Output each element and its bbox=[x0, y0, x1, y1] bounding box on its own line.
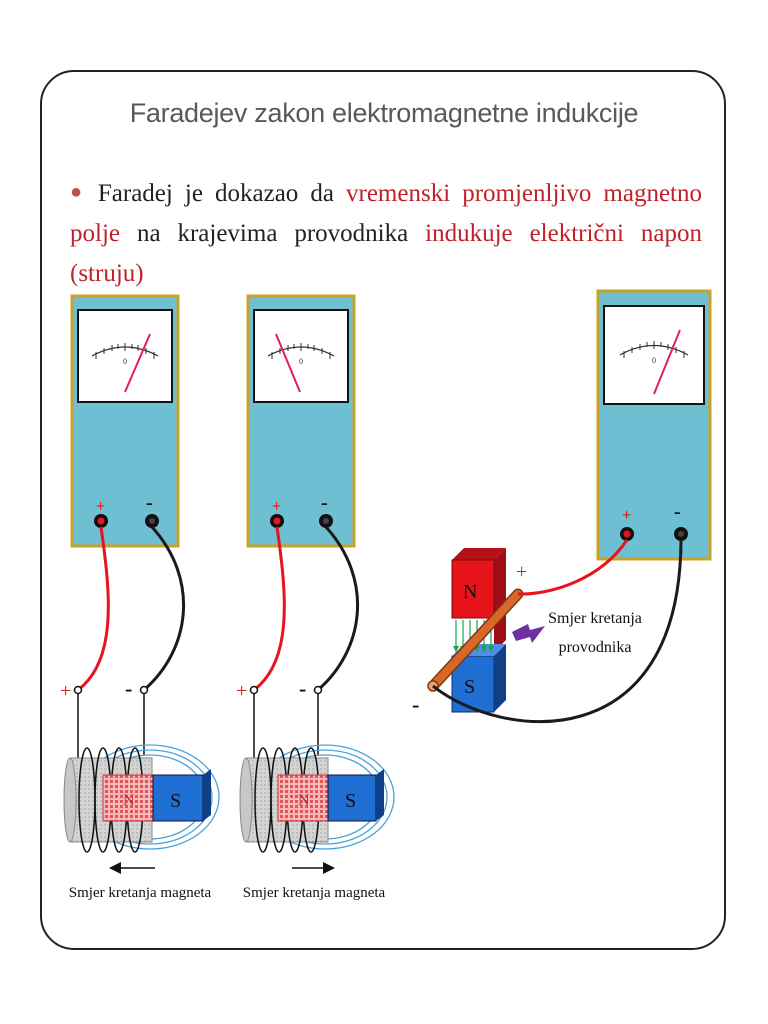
red-wire-2 bbox=[253, 526, 286, 692]
voltmeter-1: 0 + - bbox=[70, 294, 180, 548]
meter-minus-label: - bbox=[321, 492, 328, 514]
meter-minus-label: - bbox=[146, 492, 153, 514]
meter-needle bbox=[653, 329, 681, 395]
magnet-n-label: N bbox=[298, 792, 310, 809]
rod-magnet-s-label: S bbox=[464, 676, 475, 698]
coil2-plus-label: + bbox=[236, 680, 247, 702]
black-wire-3 bbox=[432, 539, 683, 723]
meter-zero-label: 0 bbox=[299, 357, 303, 366]
coil1-plus-terminal bbox=[73, 685, 83, 695]
bullet-highlight-1: vremenski promjenljivo magnetno polje bbox=[70, 180, 702, 247]
meter-needle bbox=[275, 333, 301, 393]
magnet-north bbox=[451, 559, 495, 619]
magnet-north bbox=[102, 774, 154, 822]
meter-dial bbox=[603, 305, 705, 405]
red-wire-3 bbox=[517, 539, 629, 596]
magnet-s-label: S bbox=[170, 790, 181, 812]
bullet-highlight-2: indukuje električni napon (struju) bbox=[70, 220, 703, 287]
coil-experiment-1: N S Smjer kretanja magneta bbox=[63, 744, 220, 901]
meter-ticks bbox=[271, 343, 331, 359]
coil2-minus-terminal bbox=[313, 685, 323, 695]
rod-plus-label: + bbox=[516, 561, 527, 583]
meter-needle bbox=[124, 333, 151, 393]
coil2-minus-label: - bbox=[299, 676, 306, 701]
coil-experiment-2: N S Smjer kretanja magneta bbox=[239, 744, 395, 901]
coil1-minus-terminal bbox=[139, 685, 149, 695]
meter-plus-label: + bbox=[622, 507, 631, 524]
motion-arrow-icon bbox=[512, 624, 545, 643]
magnet-north bbox=[277, 774, 329, 822]
coil2-plus-terminal bbox=[249, 685, 259, 695]
black-wire-1 bbox=[143, 525, 186, 692]
coil2-caption: Smjer kretanja magneta bbox=[243, 885, 386, 901]
rod-magnet-n-label: N bbox=[463, 581, 477, 603]
meter-zero-label: 0 bbox=[652, 356, 656, 365]
voltmeter-2: 0 + - bbox=[246, 294, 356, 548]
bullet-text-1: Faradej je dokazao da bbox=[97, 180, 334, 207]
rod-minus-label: - bbox=[412, 692, 419, 717]
bullet-text-2: na krajevima provodnika bbox=[136, 220, 409, 247]
coil1-minus-label: - bbox=[125, 676, 132, 701]
meter-zero-label: 0 bbox=[123, 357, 127, 366]
black-wire-2 bbox=[317, 525, 360, 692]
voltmeter-3: 0 + - bbox=[596, 289, 712, 561]
magnet-n-label: N bbox=[123, 792, 135, 809]
bullet-dot-icon: ● bbox=[70, 181, 88, 203]
meter-plus-label: + bbox=[272, 498, 281, 515]
meter-dial bbox=[77, 309, 173, 403]
moving-rod-experiment: N S + - Smjer kretanja provodnika bbox=[412, 539, 683, 723]
magnet-south bbox=[152, 774, 204, 822]
rod-caption-line2: provodnika bbox=[559, 639, 632, 656]
meter-minus-label: - bbox=[674, 501, 681, 523]
meter-dial bbox=[253, 309, 349, 403]
meter-ticks bbox=[95, 343, 155, 359]
meter-ticks bbox=[623, 341, 685, 358]
red-wire-1 bbox=[77, 526, 110, 692]
slide-title: Faradejev zakon elektromagnetne indukcij… bbox=[129, 98, 639, 128]
coil1-caption: Smjer kretanja magneta bbox=[69, 885, 212, 901]
magnet-s-label: S bbox=[345, 790, 356, 812]
coil1-plus-label: + bbox=[60, 680, 71, 702]
magnet-south bbox=[327, 774, 377, 822]
meter-plus-label: + bbox=[96, 498, 105, 515]
conductor-rod bbox=[429, 590, 522, 690]
rod-caption-line1: Smjer kretanja bbox=[548, 610, 642, 627]
bullet-paragraph: ● Faradej je dokazao da vremenski promjen… bbox=[70, 172, 702, 294]
